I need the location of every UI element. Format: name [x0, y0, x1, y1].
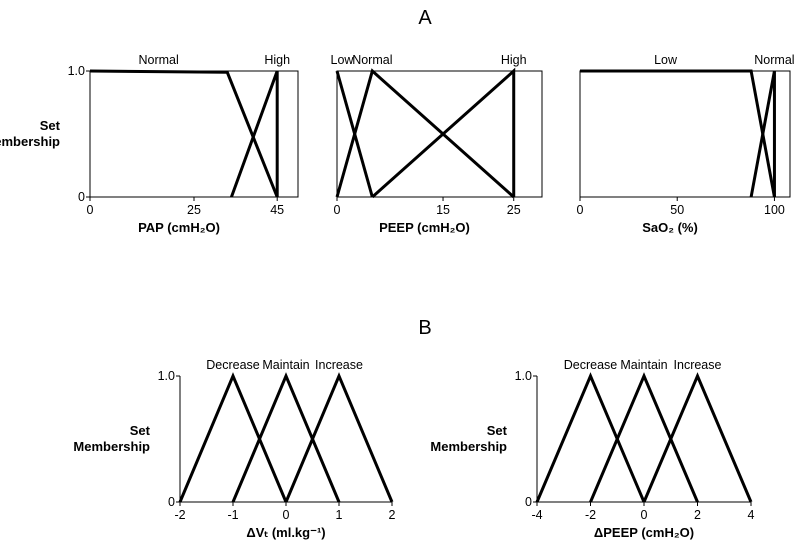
x-tick-label: 25 — [507, 203, 521, 217]
x-tick-label: 2 — [694, 508, 701, 522]
set-label-normal: Normal — [352, 53, 392, 67]
x-tick-label: 0 — [87, 203, 94, 217]
x-axis-title: ΔVₜ (ml.kg⁻¹) — [246, 525, 325, 540]
x-axis-title: ΔPEEP (cmH₂O) — [594, 525, 694, 540]
plot-frame — [89, 70, 299, 198]
series-line-normal — [749, 70, 776, 198]
series-line-increase — [284, 372, 394, 503]
x-tick-label: -2 — [174, 508, 185, 522]
set-label-normal: Normal — [754, 53, 794, 67]
set-label-maintain: Maintain — [262, 358, 309, 372]
y-tick-label: 1.0 — [68, 64, 85, 78]
y-tick-label: 1.0 — [158, 369, 175, 383]
y-axis-title: Membership — [73, 439, 150, 454]
series-line-maintain — [231, 372, 341, 503]
x-tick-label: -4 — [531, 508, 542, 522]
x-axis-title: SaO₂ (%) — [642, 220, 698, 235]
x-axis-title: PAP (cmH₂O) — [138, 220, 220, 235]
series-line-low — [580, 69, 776, 198]
x-tick-label: 0 — [641, 508, 648, 522]
x-tick-label: 1 — [336, 508, 343, 522]
set-label-decrease: Decrease — [206, 358, 260, 372]
y-axis-title: Membership — [0, 134, 60, 149]
y-tick-label: 0 — [78, 190, 85, 204]
y-axis-title: Membership — [430, 439, 507, 454]
x-tick-label: 0 — [334, 203, 341, 217]
x-tick-label: 0 — [283, 508, 290, 522]
chart-1: 0 25 45 0 1.0SetMembershipPAP (cmH₂O) Normal H… — [0, 53, 299, 235]
x-tick-label: 50 — [670, 203, 684, 217]
series-line-decrease — [535, 372, 646, 503]
series-line-decrease — [178, 372, 288, 503]
series-line-high — [371, 67, 516, 199]
y-axis-title: Set — [40, 118, 61, 133]
series-line-high — [230, 70, 279, 198]
series-line-maintain — [589, 372, 699, 503]
x-tick-label: 45 — [270, 203, 284, 217]
set-label-high: High — [264, 53, 290, 67]
series-line-normal — [335, 68, 515, 199]
plot-frame — [579, 70, 791, 198]
set-label-normal: Normal — [138, 53, 178, 67]
y-tick-label: 1.0 — [515, 369, 532, 383]
y-axis-title: Set — [130, 423, 151, 438]
x-tick-label: 25 — [187, 203, 201, 217]
x-tick-label: -2 — [585, 508, 596, 522]
panel-label-a: A — [418, 7, 432, 29]
panel-label-b: B — [418, 317, 431, 339]
x-tick-label: 4 — [748, 508, 755, 522]
set-label-low: Low — [654, 53, 678, 67]
set-label-increase: Increase — [674, 358, 722, 372]
x-tick-label: 0 — [577, 203, 584, 217]
set-label-decrease: Decrease — [564, 358, 618, 372]
set-label-low: Low — [331, 53, 355, 67]
y-axis-title: Set — [487, 423, 508, 438]
plot-frame — [336, 70, 543, 198]
set-label-maintain: Maintain — [620, 358, 667, 372]
x-axis-title: PEEP (cmH₂O) — [379, 220, 470, 235]
y-tick-label: 0 — [168, 495, 175, 509]
y-tick-label: 0 — [525, 495, 532, 509]
x-tick-label: 100 — [764, 203, 785, 217]
set-label-high: High — [501, 53, 527, 67]
set-label-increase: Increase — [315, 358, 363, 372]
x-tick-label: -1 — [227, 508, 238, 522]
x-tick-label: 15 — [436, 203, 450, 217]
x-tick-label: 2 — [389, 508, 396, 522]
series-line-increase — [642, 372, 753, 503]
series-line-normal — [89, 69, 279, 198]
